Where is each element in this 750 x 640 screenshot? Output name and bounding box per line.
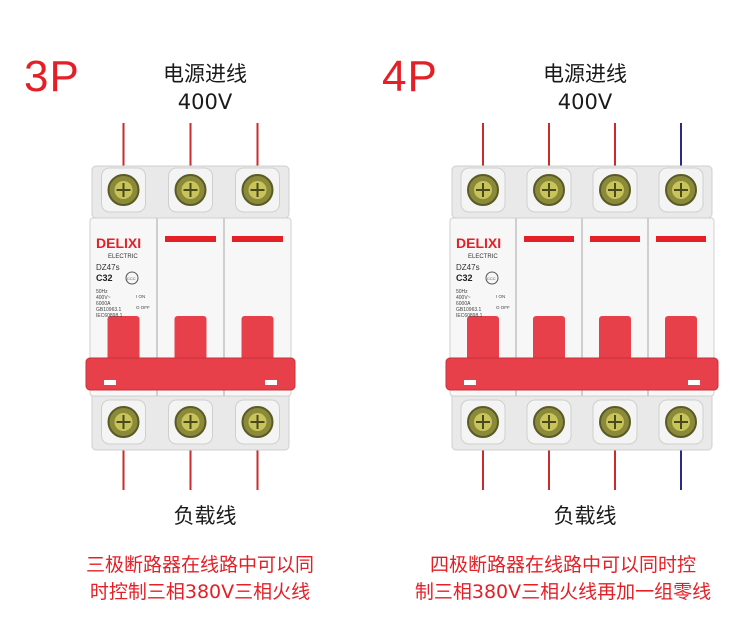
spec-text: 400V~: [456, 295, 471, 301]
rating-text: C32: [96, 273, 113, 283]
handle-paddle: [599, 316, 631, 362]
input-voltage-text: 400V: [557, 90, 613, 114]
handle-paddle: [533, 316, 565, 362]
spec-text: 6000A: [456, 301, 471, 307]
note-left-line2: 时控制三相380V三相火线: [89, 581, 311, 603]
cert-text: CCC: [487, 276, 496, 281]
input-title-text: 电源进线: [543, 62, 627, 86]
handle-notch: [104, 380, 116, 385]
spec-text: 400V~: [96, 295, 111, 301]
cert-text: CCC: [127, 276, 136, 281]
pole-label-4p: 4P: [382, 52, 438, 101]
model-text: DZ47s: [96, 263, 120, 272]
off-label: O OFF: [496, 305, 510, 310]
note-right-line1: 四极断路器在线路中可以同时控: [429, 554, 696, 576]
off-label: O OFF: [136, 305, 150, 310]
input-title-text: 电源进线: [163, 62, 247, 86]
handle-tie-bar: [85, 357, 296, 391]
spec-text: GB10963.1: [456, 307, 482, 313]
handle-tie-bar: [445, 357, 719, 391]
model-text: DZ47s: [456, 263, 480, 272]
brand-logo: DELIXI: [456, 235, 501, 251]
brand-logo: DELIXI: [96, 235, 141, 251]
brand-sub: ELECTRIC: [468, 254, 498, 260]
handle-paddle: [174, 316, 207, 362]
breaker-body: [89, 217, 292, 397]
pole-red-stripe: [232, 236, 283, 242]
on-label: I ON: [136, 294, 145, 299]
on-label: I ON: [496, 294, 505, 299]
cert-mark: [485, 271, 499, 285]
pole-red-stripe: [590, 236, 640, 242]
spec-text: IEC60898.1: [96, 313, 123, 319]
input-voltage-text: 400V: [177, 90, 233, 114]
handle-paddle: [467, 316, 499, 362]
pole-red-stripe: [165, 236, 216, 242]
spec-text: 50Hz: [456, 289, 468, 295]
note-right-line2: 制三相380V三相火线再加一组零线: [414, 581, 712, 603]
pole-red-stripe: [524, 236, 574, 242]
spec-text: 6000A: [96, 301, 111, 307]
pole-red-stripe: [656, 236, 706, 242]
note-left: 三极断路器在线路中可以同 时控制三相380V三相火线: [40, 552, 360, 606]
brand-sub: ELECTRIC: [108, 254, 138, 260]
rating-text: C32: [456, 273, 473, 283]
output-title-left: 负载线: [173, 504, 237, 528]
input-title-left: 电源进线 400V: [130, 60, 280, 116]
cert-mark: [125, 271, 139, 285]
pole-label-3p: 3P: [24, 52, 80, 101]
handle-paddle: [241, 316, 274, 362]
input-title-right: 电源进线 400V: [510, 60, 660, 116]
spec-text: GB10963.1: [96, 307, 122, 313]
note-left-line1: 三极断路器在线路中可以同: [85, 554, 314, 576]
handle-paddle: [107, 316, 140, 362]
spec-text: 50Hz: [96, 289, 108, 295]
output-title-right: 负载线: [553, 504, 617, 528]
handle-notch: [464, 380, 476, 385]
spec-text: IEC60898.1: [456, 313, 483, 319]
handle-paddle: [665, 316, 697, 362]
note-right: 四极断路器在线路中可以同时控 制三相380V三相火线再加一组零线: [388, 552, 738, 606]
handle-notch: [688, 380, 700, 385]
handle-notch: [265, 380, 277, 385]
